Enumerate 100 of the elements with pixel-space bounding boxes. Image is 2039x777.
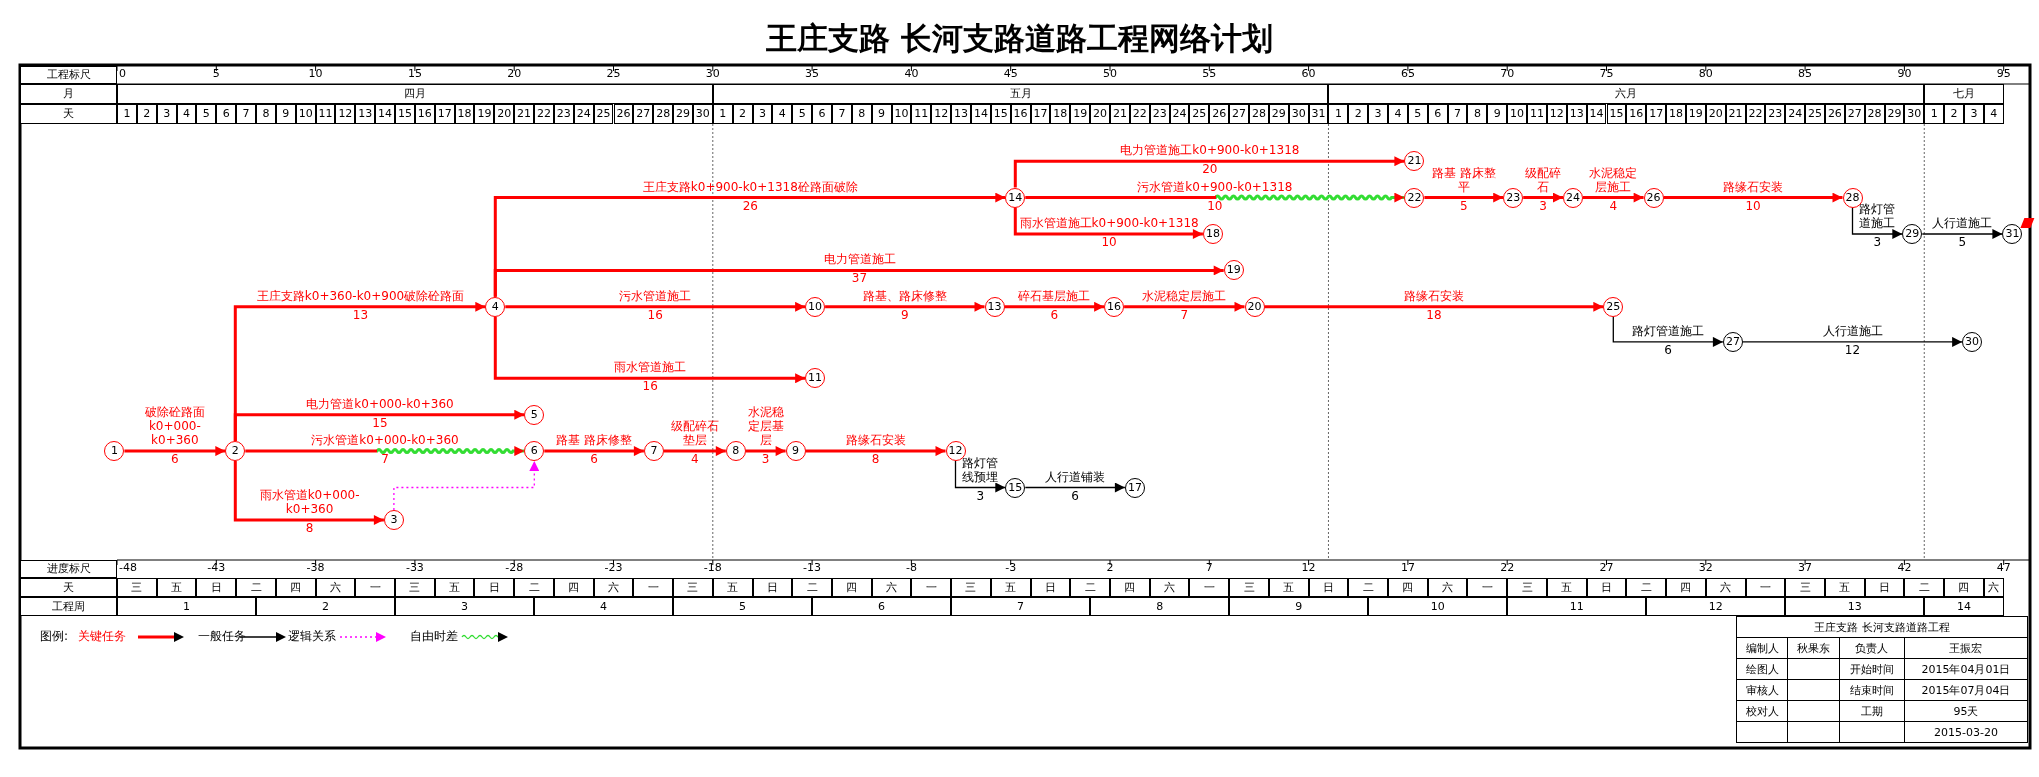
weekday-cell: 六 — [1149, 578, 1190, 597]
weekday-cell: 六 — [1427, 578, 1468, 597]
row-header: 天 — [20, 578, 117, 597]
arrow — [1663, 192, 1843, 203]
event-node: 6 — [524, 441, 545, 462]
scale-label: -13 — [802, 561, 823, 576]
day-cell: 19 — [1685, 104, 1706, 124]
week-cell: 2 — [256, 597, 396, 616]
event-node: 31 — [2002, 224, 2023, 244]
edge-label: 破除砼路面 k0+000-k0+360 6 — [143, 405, 206, 467]
day-cell: 3 — [752, 104, 773, 124]
edge-label: 人行道施工 12 — [1822, 323, 1883, 357]
month-cell: 六月 — [1328, 84, 1925, 104]
weekday-cell: 三 — [117, 578, 157, 597]
week-cell: 10 — [1368, 597, 1508, 616]
day-cell: 21 — [1725, 104, 1746, 124]
weekday-cell: 六 — [593, 578, 634, 597]
day-cell: 6 — [812, 104, 832, 124]
weekday-cell: 日 — [1586, 578, 1627, 597]
arrow — [1742, 336, 1963, 347]
scale-label: 60 — [1300, 67, 1317, 82]
day-cell: 11 — [315, 104, 336, 124]
event-node: 22 — [1404, 187, 1425, 208]
event-node: 5 — [524, 404, 545, 425]
weekday-cell: 二 — [1904, 578, 1945, 597]
edge-label: 路缘石安装 8 — [844, 433, 907, 467]
arrow — [505, 301, 806, 312]
scale-label: 80 — [1697, 67, 1714, 82]
arrow — [1921, 229, 2004, 239]
table-cell: 负责人 — [1839, 637, 1905, 659]
day-cell: 25 — [1805, 104, 1825, 124]
scale-label: 17 — [1399, 561, 1416, 576]
edge-label: 雨水管道施工 16 — [614, 360, 687, 394]
day-cell: 21 — [514, 104, 535, 124]
table-cell: 王振宏 — [1904, 637, 2028, 659]
weekday-cell: 四 — [1944, 578, 1984, 597]
scale-label: -3 — [1004, 561, 1018, 576]
scale-label: 47 — [1995, 561, 2012, 576]
scale-label: -23 — [603, 561, 624, 576]
scale-label: 40 — [903, 67, 920, 82]
weekday-cell: 五 — [1268, 578, 1309, 597]
day-cell: 24 — [1785, 104, 1806, 124]
scale-label: 30 — [704, 67, 721, 82]
day-cell: 18 — [454, 104, 475, 124]
legend-label: 关键任务 — [78, 628, 126, 645]
day-cell: 15 — [395, 104, 415, 124]
legend-label: 自由时差 — [410, 628, 458, 645]
day-cell: 4 — [772, 104, 793, 124]
edge-label: 污水管道k0+000-k0+360 7 — [311, 433, 459, 467]
day-cell: 16 — [414, 104, 435, 124]
week-cell: 3 — [395, 597, 535, 616]
arrow — [1013, 156, 1405, 188]
edge-label: 路缘石安装 10 — [1723, 179, 1784, 213]
weekday-cell: 一 — [355, 578, 396, 597]
arrow — [1264, 301, 1604, 312]
title: 王庄支路 长河支路道路工程网络计划 — [765, 19, 1274, 58]
day-cell: 1 — [712, 104, 733, 124]
day-cell: 9 — [871, 104, 892, 124]
day-cell: 15 — [990, 104, 1011, 124]
weekday-cell: 五 — [990, 578, 1031, 597]
edge-label: 电力管道施工 37 — [823, 252, 896, 286]
day-cell: 3 — [1963, 104, 1984, 124]
weekday-cell: 日 — [1308, 578, 1349, 597]
edge-label: 路基 路床修整 6 — [555, 433, 633, 467]
arrow — [954, 460, 1006, 493]
scale-label: 50 — [1102, 67, 1118, 82]
row-header: 月 — [20, 84, 117, 104]
arrow — [663, 446, 726, 457]
weekday-cell: 三 — [951, 578, 991, 597]
arrow — [124, 446, 226, 457]
day-cell: 9 — [1487, 104, 1508, 124]
day-cell: 18 — [1666, 104, 1686, 124]
edge-label: 碎石基层施工 6 — [1017, 288, 1092, 322]
day-cell: 28 — [653, 104, 674, 124]
day-cell: 25 — [1189, 104, 1210, 124]
day-cell: 6 — [216, 104, 237, 124]
scale-label: -28 — [504, 561, 525, 576]
event-node: 19 — [1223, 260, 1244, 281]
arrow — [1013, 207, 1203, 239]
row-header: 天 — [20, 104, 117, 124]
day-cell: 1 — [1924, 104, 1945, 124]
week-cell: 11 — [1507, 597, 1647, 616]
table-cell: 2015年07月04日 — [1904, 679, 2028, 701]
table-cell: 工期 — [1839, 700, 1905, 722]
day-cell: 9 — [275, 104, 296, 124]
table-cell: 2015年04月01日 — [1904, 658, 2028, 680]
day-cell: 8 — [256, 104, 276, 124]
arrow — [745, 446, 786, 457]
scale-label: 2 — [1105, 561, 1115, 576]
day-cell: 20 — [1090, 104, 1110, 124]
scale-label: 25 — [605, 67, 622, 82]
weekday-cell: 六 — [871, 578, 912, 597]
edge-label: 路基 路床整平 5 — [1430, 165, 1497, 213]
day-cell: 22 — [1745, 104, 1766, 124]
scale-label: 70 — [1499, 67, 1516, 82]
event-node: 24 — [1563, 187, 1583, 208]
weekday-cell: 四 — [831, 578, 872, 597]
scale-label: -18 — [702, 561, 723, 576]
weekday-cell: 二 — [1070, 578, 1110, 597]
weekday-cell: 日 — [474, 578, 515, 597]
